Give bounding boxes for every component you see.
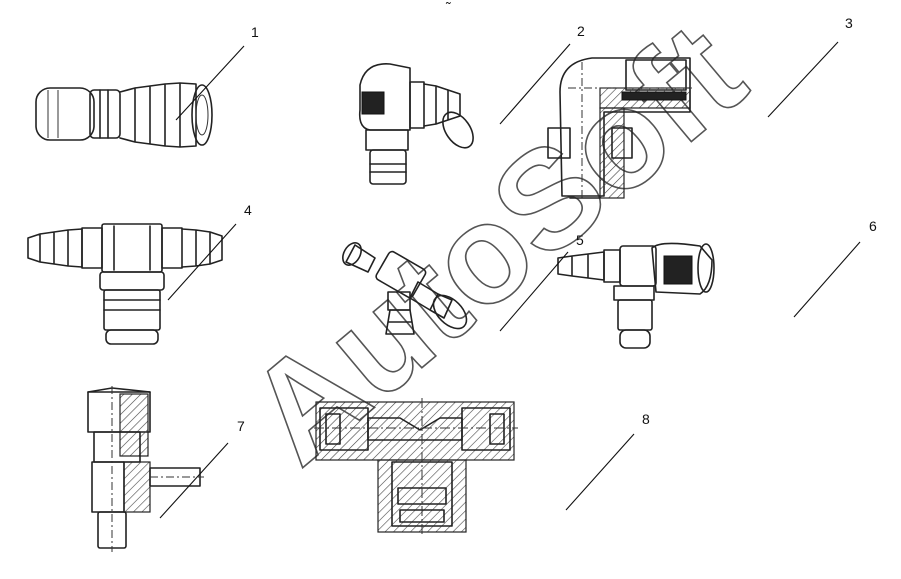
part-6-elbow-pushin [557, 242, 715, 349]
callout-7: 7 [237, 418, 245, 434]
leader-1 [175, 45, 245, 121]
part-5-tee-connector [342, 242, 468, 335]
callout-6: 6 [869, 218, 877, 234]
leader-4 [167, 223, 237, 301]
leader-5 [499, 251, 569, 332]
leader-6 [793, 241, 861, 318]
leader-lines [159, 41, 861, 519]
callout-5: 5 [576, 232, 584, 248]
callout-1: 1 [251, 24, 259, 40]
leader-7 [159, 442, 229, 519]
callout-labels: 1 2 3 4 5 6 7 8 [237, 15, 877, 434]
top-mark: ˜ [445, 0, 451, 15]
part-4-barbed-tee [27, 223, 223, 345]
leader-3 [767, 41, 839, 118]
part-2-elbow-connector [358, 63, 474, 185]
leader-2 [499, 43, 571, 125]
callout-4: 4 [244, 202, 252, 218]
part-8-tee-body-section [314, 398, 518, 536]
leader-8 [565, 433, 635, 511]
callout-8: 8 [642, 411, 650, 427]
callout-2: 2 [577, 23, 585, 39]
part-1-straight-connector [35, 82, 213, 148]
callout-3: 3 [845, 15, 853, 31]
part-7-tee-section [87, 386, 204, 552]
part-3-elbow-fitting-section [547, 57, 692, 199]
